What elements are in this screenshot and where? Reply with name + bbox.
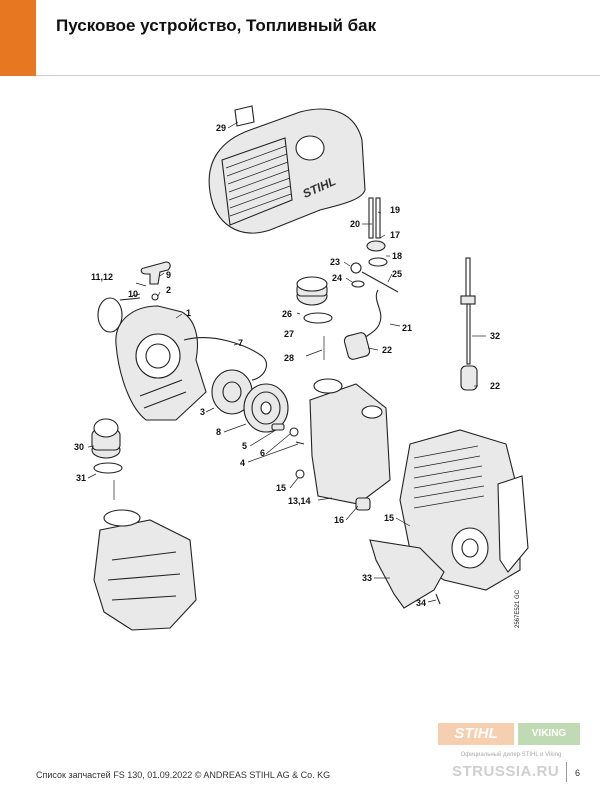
callout-4: 4 (240, 458, 245, 468)
callout-15-a: 15 (276, 483, 286, 493)
callout-33: 33 (362, 573, 372, 583)
callout-27: 27 (284, 329, 294, 339)
starter-small-parts (271, 423, 305, 445)
part-1-starter-housing (115, 305, 207, 421)
starter-handle (119, 261, 171, 301)
callout-16: 16 (334, 515, 344, 525)
site-watermark: STRUSSIA.RU (452, 763, 560, 780)
callout-19: 19 (390, 205, 400, 215)
callout-6: 6 (260, 448, 265, 458)
page-title: Пусковое устройство, Топливный бак (56, 16, 377, 35)
callout-10: 10 (128, 289, 138, 299)
footer-divider (566, 762, 567, 782)
dealer-text: Официальный дилер STIHL и Viking (460, 752, 562, 758)
header-divider (36, 75, 600, 76)
part-11-12-disc (97, 297, 123, 333)
callout-13-14: 13,14 (288, 496, 311, 506)
fuel-hose-filter (343, 289, 401, 360)
callout-26: 26 (282, 309, 292, 319)
footer-text: Список запчастей FS 130, 01.09.2022 © AN… (36, 770, 331, 780)
callout-22-a: 22 (382, 345, 392, 355)
fuel-tank-centre (295, 378, 391, 511)
brand-logos: STIHL VIKING (438, 723, 580, 745)
callout-22-b: 22 (490, 381, 500, 391)
callout-30: 30 (74, 442, 84, 452)
callout-31: 31 (76, 473, 86, 483)
fuel-tank-left (93, 509, 197, 631)
page-number: 6 (575, 768, 581, 778)
callout-7: 7 (238, 338, 243, 348)
part-8-rope-rotor (243, 383, 289, 433)
part-32-pickup (460, 257, 486, 391)
callout-11-12: 11,12 (91, 272, 113, 282)
callout-28: 28 (284, 353, 294, 363)
callout-25: 25 (392, 269, 402, 279)
header-accent-bar (0, 0, 36, 76)
callout-18: 18 (392, 251, 402, 261)
part-33-shroud (369, 539, 445, 609)
callout-32: 32 (490, 331, 500, 341)
engine-assembly (399, 429, 529, 591)
callout-23: 23 (330, 257, 340, 267)
callout-24: 24 (332, 273, 342, 283)
viking-logo: VIKING (518, 723, 580, 745)
parts-diagram: STIHL (74, 105, 529, 631)
part-29-label (227, 105, 255, 129)
callout-9: 9 (166, 270, 171, 280)
callout-29: 29 (216, 123, 226, 133)
callout-17: 17 (390, 230, 400, 240)
leader-lines (87, 211, 478, 603)
callout-21: 21 (402, 323, 412, 333)
pipe-assembly (350, 197, 399, 293)
engine-cover: STIHL (208, 108, 366, 234)
callout-2: 2 (166, 285, 171, 295)
callout-3: 3 (200, 407, 205, 417)
part-26-fuel-cap (296, 276, 333, 360)
callout-15-b: 15 (384, 513, 394, 523)
callout-8: 8 (216, 427, 221, 437)
part-30-fuel-cap (91, 418, 123, 500)
part-7-rope (183, 337, 267, 381)
callout-34: 34 (416, 598, 426, 608)
callout-labels: 29 19 20 17 18 23 24 25 11,12 9 10 2 26 … (74, 123, 500, 608)
callout-1: 1 (186, 308, 191, 318)
callout-5: 5 (242, 441, 247, 451)
callout-20: 20 (350, 219, 360, 229)
stihl-logo: STIHL (438, 723, 514, 745)
drawing-code: 2567E521 GC (515, 589, 521, 628)
